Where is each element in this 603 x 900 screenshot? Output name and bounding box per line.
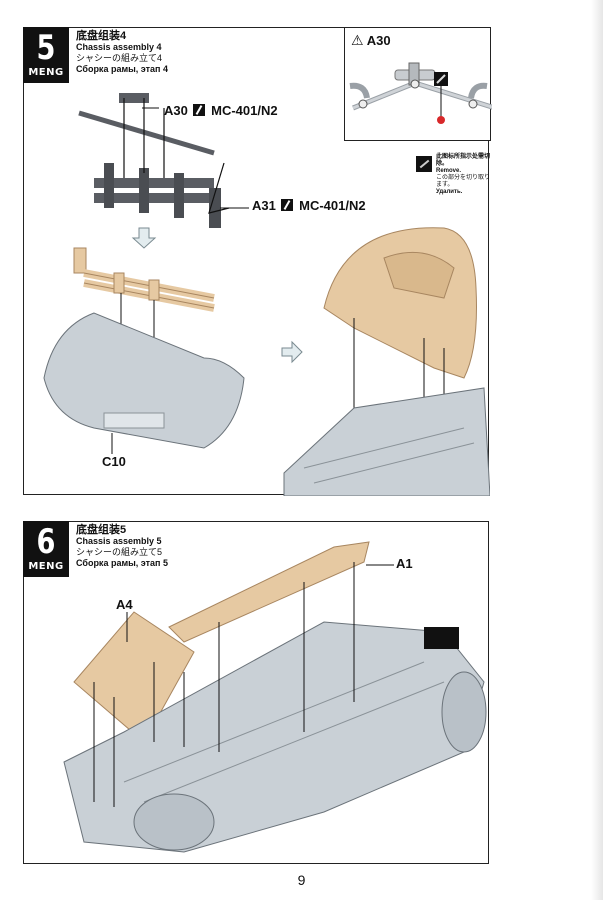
inset-drawing — [349, 62, 492, 124]
remove-note-ru: Удалить. — [436, 189, 463, 195]
step-6-panel: 6 MENG 底盘组装5 Chassis assembly 5 シャシーの組み立… — [23, 521, 489, 864]
paint-brush-icon — [281, 199, 294, 211]
step-5-panel: 5 MENG 底盘组装4 Chassis assembly 4 シャシーの組み立… — [23, 27, 492, 496]
grey-chassis-tub — [43, 312, 245, 449]
callout-a30: A30 MC-401/N2 — [164, 103, 278, 118]
step-badge: 5 MENG — [23, 27, 69, 83]
grey-frame-part — [78, 93, 221, 228]
remove-note-ja: この部分を切り取ります。 — [436, 175, 491, 188]
title-ja: シャシーの組み立て5 — [76, 547, 163, 557]
callout-a4: A4 — [116, 597, 133, 612]
right-arrow-icon — [281, 340, 303, 364]
red-marker — [437, 116, 445, 124]
cut-tool-icon — [416, 156, 432, 172]
page-edge — [591, 0, 603, 900]
tan-panel-a4 — [73, 611, 195, 743]
part-label: A1 — [396, 556, 413, 571]
paint-code: MC-401/N2 — [211, 103, 278, 118]
paint-brush-icon — [193, 104, 206, 116]
callout-a31: A31 MC-401/N2 — [252, 198, 366, 213]
callout-a1: A1 — [396, 556, 413, 571]
title-en: Chassis assembly 4 — [76, 42, 162, 52]
tan-frame-part — [73, 247, 215, 312]
part-label: A30 — [164, 103, 188, 118]
title-ru: Сборка рамы, этап 4 — [76, 64, 168, 74]
tan-beam-a1 — [168, 541, 370, 643]
step-badge: 6 MENG — [23, 521, 69, 577]
part-label: A4 — [116, 597, 133, 612]
step-5-illustration — [43, 93, 490, 496]
title-zh: 底盘组装4 — [76, 30, 127, 42]
down-arrow-icon — [131, 227, 157, 249]
callout-c10: C10 — [102, 454, 126, 469]
step-number: 5 — [36, 28, 56, 68]
step-title: 底盘组装5 Chassis assembly 5 シャシーの組み立て5 Сбор… — [76, 525, 168, 569]
warning-triangle-icon: ⚠ — [351, 32, 364, 48]
part-label: C10 — [102, 454, 126, 469]
inset-title: ⚠ A30 — [351, 32, 391, 49]
title-zh: 底盘组装5 — [76, 524, 127, 536]
title-en: Chassis assembly 5 — [76, 536, 162, 546]
paint-code: MC-401/N2 — [299, 198, 366, 213]
remove-note-en: Remove. — [436, 168, 462, 174]
remove-note-zh: 此图标所指示处需切除。 — [436, 154, 491, 167]
title-ja: シャシーの組み立て4 — [76, 53, 163, 63]
page-number: 9 — [297, 872, 306, 888]
brand-logo: MENG — [28, 561, 64, 572]
title-ru: Сборка рамы, этап 5 — [76, 558, 168, 568]
brand-logo: MENG — [28, 67, 64, 78]
step-title: 底盘组装4 Chassis assembly 4 シャシーの組み立て4 Сбор… — [76, 31, 168, 75]
step-6-illustration — [63, 541, 487, 853]
grey-chassis-floor — [283, 387, 490, 496]
step-number: 6 — [36, 522, 56, 562]
remove-note: 此图标所指示处需切除。 Remove. この部分を切り取ります。 Удалить… — [436, 154, 492, 196]
tan-body-shell — [323, 227, 477, 379]
inset-part-label: A30 — [366, 33, 391, 48]
detail-inset: ⚠ A30 — [344, 27, 492, 141]
part-label: A31 — [252, 198, 276, 213]
